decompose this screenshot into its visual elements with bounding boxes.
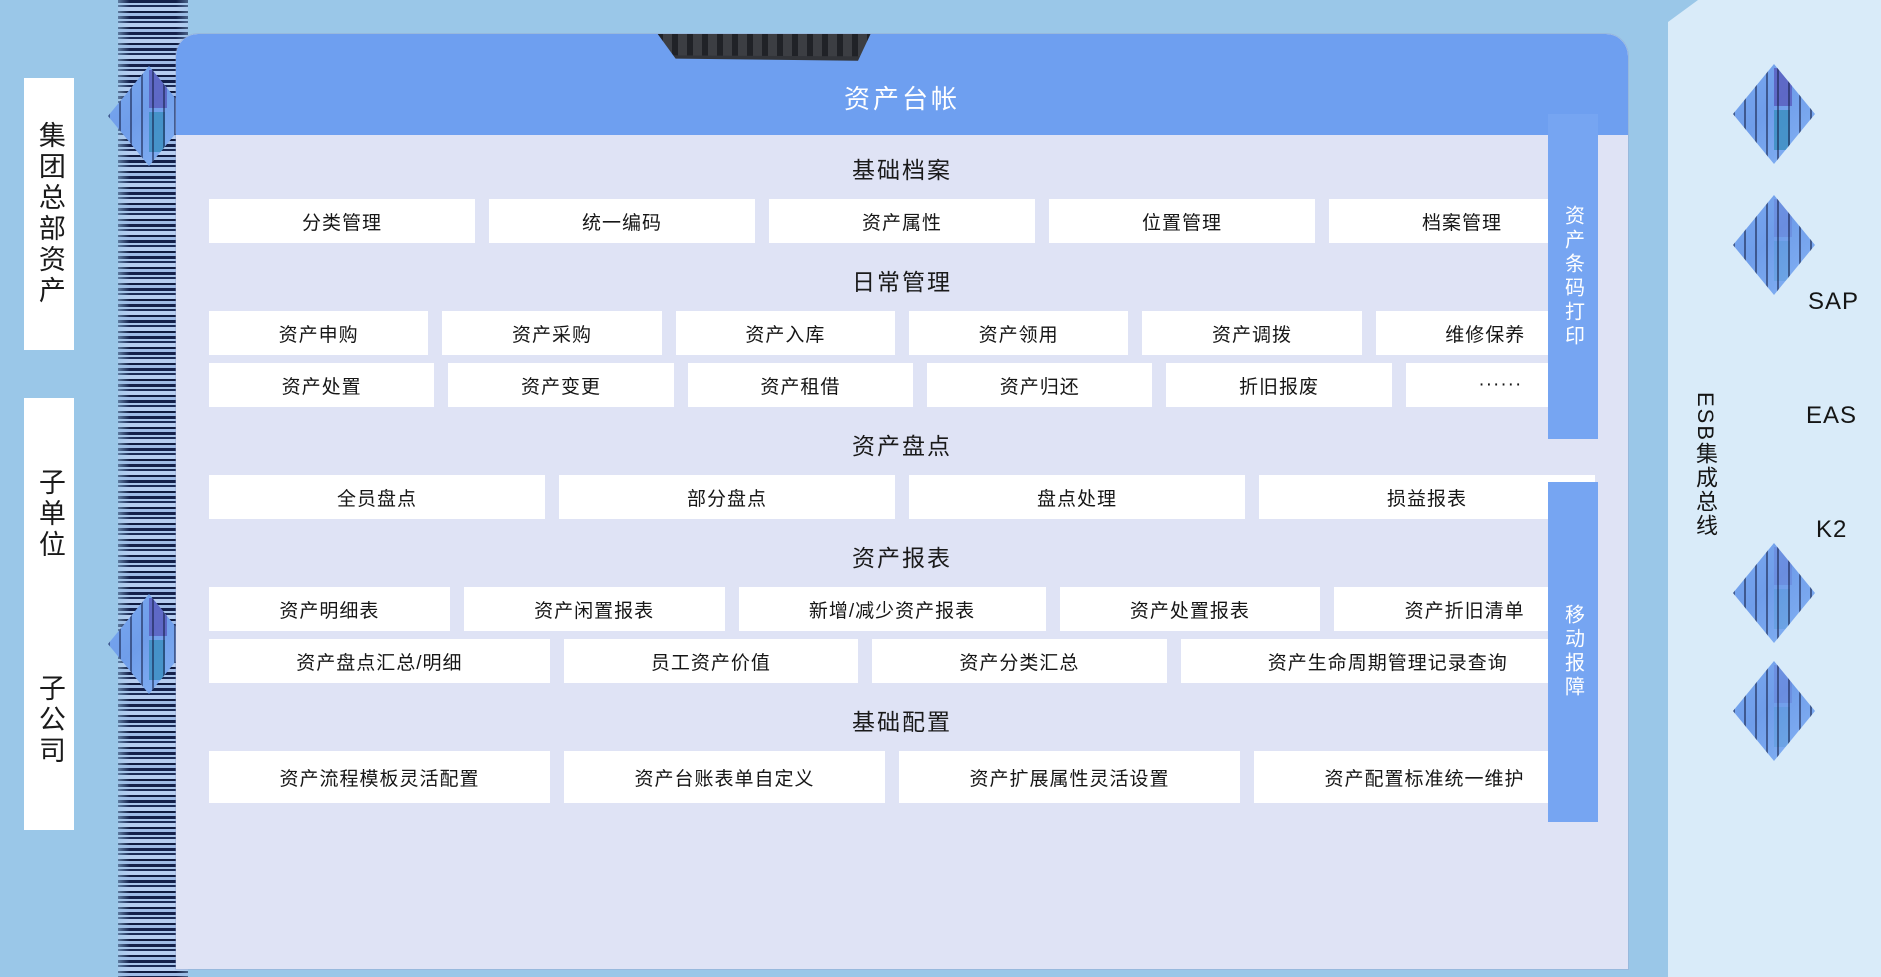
card-asset-disposal[interactable]: 资产处置 [209, 363, 435, 407]
card-asset-detail-report[interactable]: 资产明细表 [209, 587, 450, 631]
esb-bus-label: ESB集成总线 [1693, 392, 1718, 539]
card-asset-lease[interactable]: 资产租借 [687, 363, 914, 407]
system-label-eas[interactable]: EAS [1806, 402, 1858, 429]
panel-body: 基础档案 分类管理 统一编码 资产属性 位置管理 档案管理 日常管理 资产申购 … [176, 135, 1628, 969]
card-partial-inventory[interactable]: 部分盘点 [559, 475, 895, 519]
card-asset-addition-reduction-report[interactable]: 新增/减少资产报表 [738, 587, 1046, 631]
card-asset-idle-report[interactable]: 资产闲置报表 [463, 587, 725, 631]
section-title-daily-management: 日常管理 [852, 269, 952, 295]
card-process-template-config[interactable]: 资产流程模板灵活配置 [209, 751, 550, 803]
card-full-inventory[interactable]: 全员盘点 [209, 475, 545, 519]
card-asset-inbound[interactable]: 资产入库 [675, 311, 895, 355]
section-title-basic-configuration: 基础配置 [852, 709, 952, 735]
section-row-basic-archive-1: 分类管理 统一编码 资产属性 位置管理 档案管理 [176, 199, 1628, 243]
card-classification-management[interactable]: 分类管理 [209, 199, 475, 243]
section-row-basic-configuration-1: 资产流程模板灵活配置 资产台账表单自定义 资产扩展属性灵活设置 资产配置标准统一… [176, 751, 1628, 803]
side-button-barcode-print[interactable]: 资产条码打印 [1548, 114, 1598, 439]
card-inventory-processing[interactable]: 盘点处理 [909, 475, 1245, 519]
card-asset-lifecycle-query[interactable]: 资产生命周期管理记录查询 [1180, 639, 1596, 683]
system-label-sap[interactable]: SAP [1808, 288, 1860, 315]
card-profit-loss-report[interactable]: 损益报表 [1259, 475, 1595, 519]
card-unified-coding[interactable]: 统一编码 [489, 199, 755, 243]
section-title-basic-archive: 基础档案 [852, 157, 952, 183]
section-row-asset-reports-2: 资产盘点汇总/明细 员工资产价值 资产分类汇总 资产生命周期管理记录查询 [176, 639, 1628, 683]
section-row-daily-management-2: 资产处置 资产变更 资产租借 资产归还 折旧报废 ······ [176, 363, 1628, 407]
org-label-subsidiary[interactable]: 子公司 [24, 610, 74, 830]
section-title-asset-inventory: 资产盘点 [852, 433, 952, 459]
card-depreciation-scrap[interactable]: 折旧报废 [1166, 363, 1392, 407]
card-asset-collection[interactable]: 资产领用 [908, 311, 1129, 355]
card-asset-category-summary[interactable]: 资产分类汇总 [872, 639, 1167, 683]
org-label-group-hq[interactable]: 集团总部资产 [24, 78, 74, 350]
card-asset-attributes[interactable]: 资产属性 [769, 199, 1035, 243]
card-asset-return[interactable]: 资产归还 [927, 363, 1153, 407]
card-asset-transfer[interactable]: 资产调拨 [1142, 311, 1362, 355]
asset-ledger-panel: 资产台帐 基础档案 分类管理 统一编码 资产属性 位置管理 档案管理 日常管理 … [176, 34, 1628, 969]
card-asset-requisition[interactable]: 资产申购 [209, 311, 429, 355]
card-config-standard-maintenance[interactable]: 资产配置标准统一维护 [1254, 751, 1595, 803]
card-asset-purchase[interactable]: 资产采购 [442, 311, 662, 355]
card-inventory-summary-detail[interactable]: 资产盘点汇总/明细 [209, 639, 550, 683]
org-label-subunit[interactable]: 子单位 [24, 398, 74, 630]
panel-header: 资产台帐 [176, 34, 1628, 135]
section-row-asset-inventory-1: 全员盘点 部分盘点 盘点处理 损益报表 [176, 475, 1628, 519]
section-row-asset-reports-1: 资产明细表 资产闲置报表 新增/减少资产报表 资产处置报表 资产折旧清单 [176, 587, 1628, 631]
card-location-management[interactable]: 位置管理 [1049, 199, 1315, 243]
watermark-logo-icon [656, 34, 873, 61]
card-asset-disposal-report[interactable]: 资产处置报表 [1059, 587, 1321, 631]
card-ledger-form-custom[interactable]: 资产台账表单自定义 [564, 751, 885, 803]
card-employee-asset-value[interactable]: 员工资产价值 [563, 639, 859, 683]
section-row-daily-management-1: 资产申购 资产采购 资产入库 资产领用 资产调拨 维修保养 [176, 311, 1628, 355]
barcode-fade-left [108, 0, 130, 977]
page-title: 资产台帐 [843, 84, 960, 114]
section-title-asset-reports: 资产报表 [852, 545, 952, 571]
card-asset-change[interactable]: 资产变更 [448, 363, 674, 407]
system-label-k2[interactable]: K2 [1816, 516, 1848, 543]
card-extended-attribute-config[interactable]: 资产扩展属性灵活设置 [899, 751, 1240, 803]
side-button-mobile-report[interactable]: 移动报障 [1548, 482, 1598, 822]
